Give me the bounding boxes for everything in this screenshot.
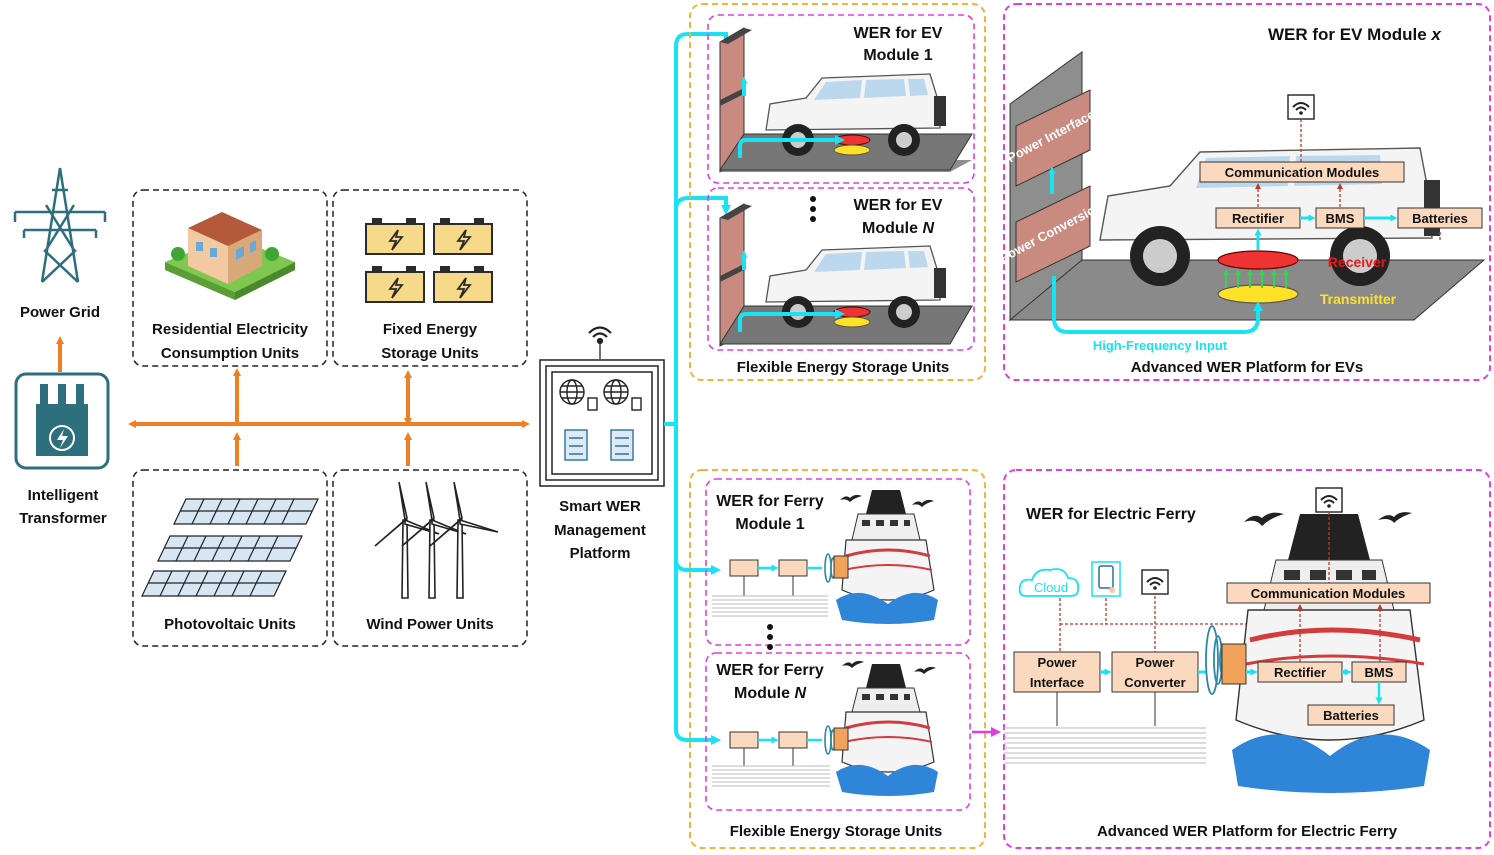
ferry-power-interface-box: Power Interface	[1013, 651, 1101, 693]
ferry-dock-lines	[1004, 727, 1206, 764]
ferry-group-footer: Flexible Energy Storage Units	[730, 823, 943, 840]
ferry-module-1-box	[705, 478, 971, 646]
photovoltaic-label: Photovoltaic Units	[164, 616, 296, 633]
battery-icon	[365, 218, 493, 303]
ferry-batteries-box: Batteries	[1307, 704, 1395, 726]
ferry-advanced-box	[1003, 469, 1491, 849]
globe-icon	[559, 379, 642, 411]
ev-advanced-box	[1003, 3, 1491, 381]
hf-input-line	[1052, 276, 1263, 334]
wifi-icon	[1315, 487, 1343, 513]
hf-input-label: High-Frequency Input	[1093, 338, 1228, 353]
house-icon	[165, 212, 295, 300]
svg-text:Rectifier: Rectifier	[1232, 211, 1284, 226]
bird-icon	[1244, 512, 1412, 526]
wind-turbine-icon	[374, 481, 499, 599]
ferry-ellipsis	[767, 624, 773, 650]
ev-module-1-label-line2: Module 1	[863, 47, 932, 64]
wer-platform-icon	[539, 359, 665, 487]
cyan-distribution-lines	[664, 32, 731, 745]
svg-text:Communication Modules: Communication Modules	[1225, 165, 1380, 180]
ev-module-n-box	[707, 187, 975, 351]
ev-bms-box: BMS	[1315, 207, 1365, 229]
ev-module-n-label-line2: Module N	[862, 220, 934, 237]
svg-text:Cloud: Cloud	[1034, 580, 1068, 595]
transformer-icon	[14, 372, 110, 470]
wifi-icon	[588, 326, 612, 359]
svg-text:Power: Power	[1135, 655, 1174, 670]
ferry-power-converter-box: Power Converter	[1111, 651, 1199, 693]
ferry-module-n-scene	[712, 660, 938, 796]
transformer-label-line2: Transformer	[19, 510, 107, 527]
residential-label-line2: Consumption Units	[161, 345, 299, 362]
wifi-icon	[1287, 94, 1315, 120]
svg-text:BMS: BMS	[1365, 665, 1394, 680]
ev-module-1-scene	[719, 27, 973, 173]
ferry-communication-box: Communication Modules	[1226, 582, 1431, 604]
transformer-label-line1: Intelligent	[28, 487, 99, 504]
bird-icon	[840, 494, 934, 507]
fixed-storage-label-line2: Storage Units	[381, 345, 479, 362]
ferry-advanced-title: WER for Electric Ferry	[1026, 506, 1196, 523]
ferry-advanced-footer: Advanced WER Platform for Electric Ferry	[1097, 823, 1398, 840]
wind-label: Wind Power Units	[366, 616, 493, 633]
ev-group-footer: Flexible Energy Storage Units	[737, 359, 950, 376]
ev-ellipsis	[810, 196, 816, 222]
residential-label-line1: Residential Electricity	[152, 321, 309, 338]
ferry-module-n-label-line2: Module N	[734, 685, 806, 702]
ferry-module-1-label-line1: WER for Ferry	[716, 493, 824, 510]
ev-module-1-box	[707, 14, 975, 184]
ferry-flexible-storage-group	[689, 469, 986, 849]
ev-module-1-label-line1: WER for EV	[854, 25, 943, 42]
svg-text:Communication Modules: Communication Modules	[1251, 586, 1406, 601]
ev-flexible-storage-group	[689, 3, 986, 381]
ev-module-n-label-line1: WER for EV	[854, 197, 943, 214]
ev-advanced-scene	[1008, 51, 1486, 321]
solar-panel-icon	[141, 498, 319, 597]
svg-text:Converter: Converter	[1124, 675, 1185, 690]
orange-power-bus	[128, 368, 530, 466]
receiver-label: Receiver	[1328, 254, 1387, 270]
ferry-module-1-label-line2: Module 1	[735, 516, 804, 533]
bird-icon	[842, 660, 936, 674]
ferry-module-n-box	[705, 652, 971, 811]
svg-text:Batteries: Batteries	[1323, 708, 1379, 723]
wifi-icon	[1141, 569, 1169, 595]
ferry-module-1-scene	[712, 490, 938, 624]
svg-text:Power: Power	[1037, 655, 1076, 670]
ev-module-n-scene	[719, 203, 973, 347]
transmitter-label: Transmitter	[1320, 291, 1397, 307]
svg-text:BMS: BMS	[1326, 211, 1355, 226]
transmission-tower-icon	[13, 167, 107, 283]
car-icon	[765, 73, 946, 156]
ev-advanced-title: WER for EV Module x	[1268, 25, 1442, 44]
svg-text:Interface: Interface	[1030, 675, 1084, 690]
ferry-rectifier-box: Rectifier	[1257, 661, 1343, 683]
svg-text:Batteries: Batteries	[1412, 211, 1468, 226]
ev-communication-box: Communication Modules	[1199, 161, 1405, 183]
ev-advanced-footer: Advanced WER Platform for EVs	[1131, 359, 1364, 376]
svg-text:Rectifier: Rectifier	[1274, 665, 1326, 680]
fixed-storage-label-line1: Fixed Energy	[383, 321, 478, 338]
cloud-icon: Cloud	[1018, 568, 1080, 597]
ferry-module-n-label-line1: WER for Ferry	[716, 662, 824, 679]
ship-icon	[833, 664, 938, 796]
platform-label-line1: Smart WER	[559, 498, 641, 515]
platform-label-line3: Platform	[570, 545, 631, 562]
ship-icon	[1221, 514, 1430, 793]
checklist-icon	[564, 429, 634, 461]
ferry-bms-box: BMS	[1351, 661, 1407, 683]
power-grid-label: Power Grid	[20, 304, 100, 321]
smartphone-icon	[1091, 561, 1121, 597]
ship-icon	[833, 490, 938, 624]
ev-batteries-box: Batteries	[1397, 207, 1483, 229]
fixed-storage-box	[332, 189, 528, 367]
ev-rectifier-box: Rectifier	[1215, 207, 1301, 229]
platform-label-line2: Management	[554, 522, 646, 539]
